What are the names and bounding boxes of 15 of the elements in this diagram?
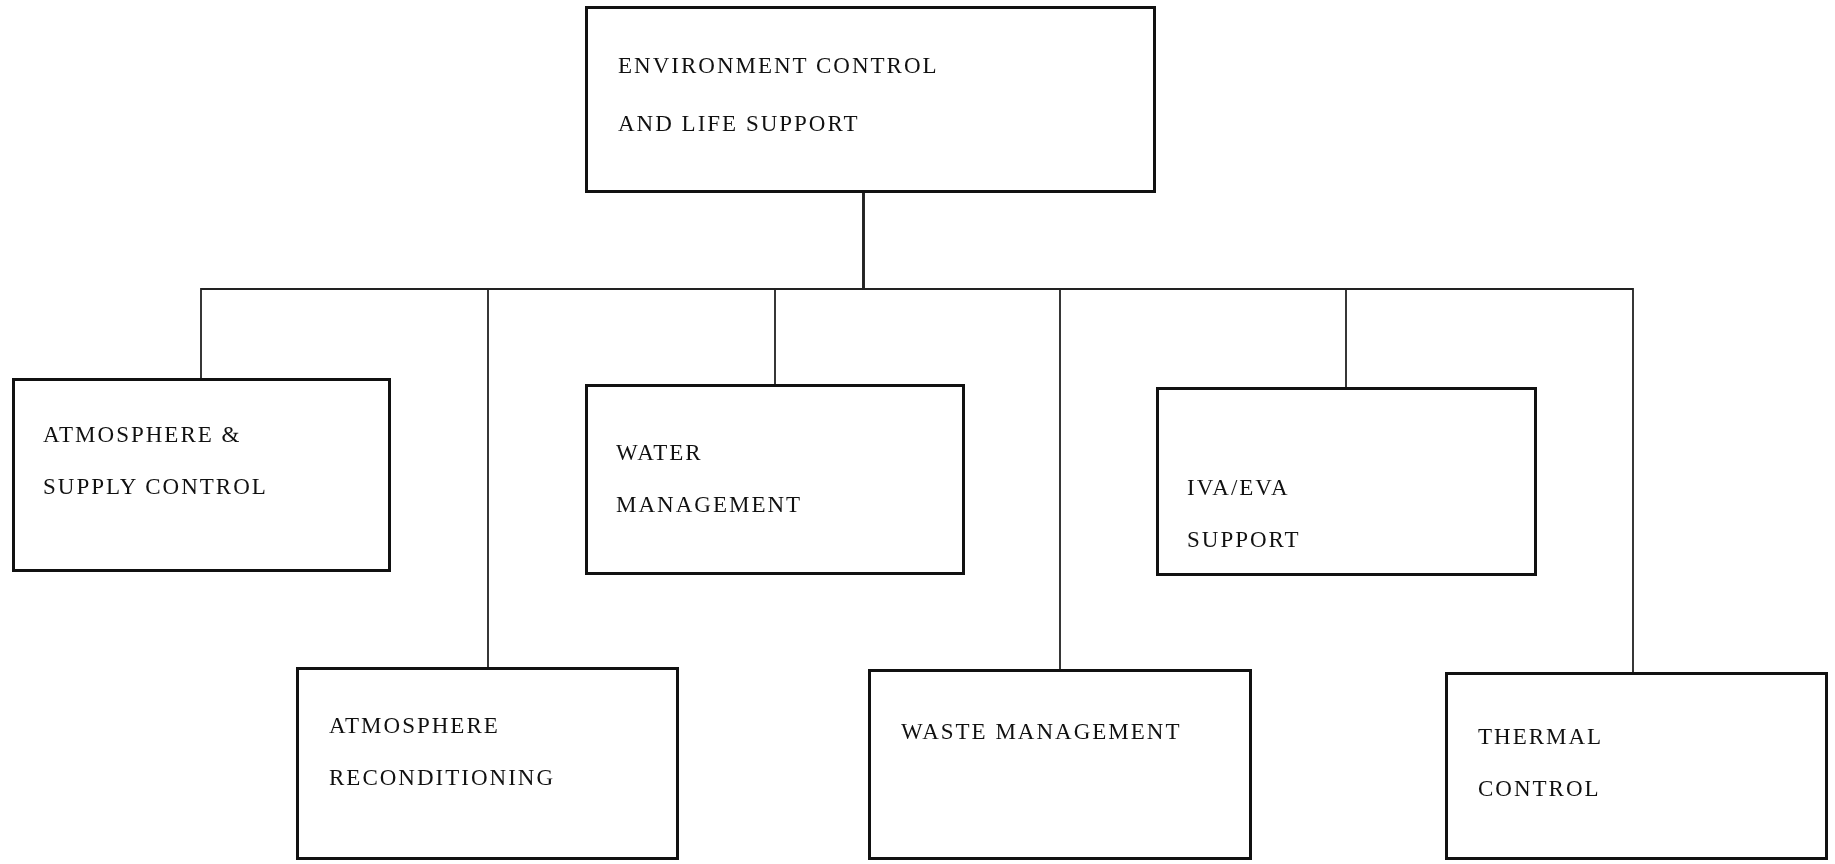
process-box [585,6,1156,193]
box-label: IVA/EVA SUPPORT [1187,474,1302,554]
process-box [585,384,965,575]
process-box [296,667,679,860]
process-box [868,669,1252,860]
process-box [1156,387,1537,576]
connector-line [862,192,1634,673]
box-label: THERMAL CONTROL [1478,723,1604,803]
process-box [12,378,391,572]
box-label: ATMOSPHERE & SUPPLY CONTROL [43,421,269,501]
box-label: ENVIRONMENT CONTROL AND LIFE SUPPORT [618,52,938,138]
box-label: WASTE MANAGEMENT [901,718,1183,746]
process-box [1445,672,1828,860]
box-label: WATER MANAGEMENT [616,439,804,519]
box-label: ATMOSPHERE RECONDITIONING [329,712,557,792]
